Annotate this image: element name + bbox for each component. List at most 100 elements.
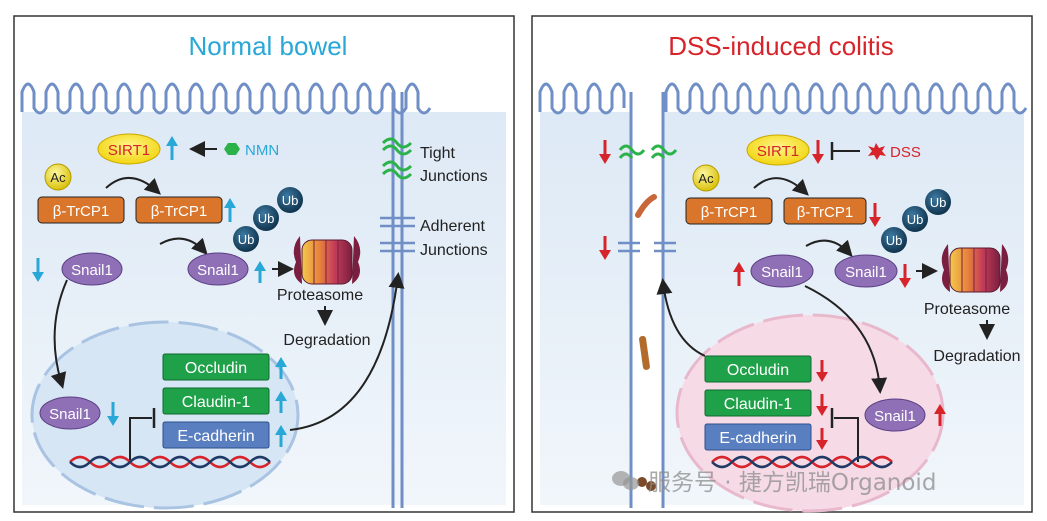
left-ac-circle <box>44 163 72 191</box>
left-occludin-label: Occludin <box>185 360 247 377</box>
tight-junctions-label-1: Tight <box>420 145 456 162</box>
right-ac-circle <box>692 164 720 192</box>
dss-label: DSS <box>890 144 921 161</box>
left-ecadherin-box <box>162 421 270 449</box>
right-proteasome-label: Proteasome <box>924 301 1010 318</box>
left-proteasome-label: Proteasome <box>277 287 363 304</box>
left-snail1-nuclear-import-arrow <box>50 279 68 389</box>
left-claudin-label: Claudin-1 <box>182 394 251 411</box>
left-degradation-label: Degradation <box>283 332 370 349</box>
right-claudin-label: Claudin-1 <box>724 396 793 413</box>
left-snail1-repression <box>129 417 152 460</box>
left-btrcp1-acetylated <box>37 196 125 224</box>
left-tight-junctions <box>381 137 413 180</box>
right-panel-title: DSS-induced colitis <box>668 31 893 61</box>
right-tight-junctions-broken <box>618 144 678 159</box>
left-dna-helix <box>69 455 271 469</box>
right-snail1-nucleus-up-arrowhead <box>934 404 946 414</box>
left-snail1-a-label: Snail1 <box>71 262 113 279</box>
right-btrcp1-b-label: β-TrCP1 <box>797 204 853 221</box>
left-snail1-a <box>61 252 123 286</box>
nmn-icon <box>224 143 240 155</box>
left-snail1-down-arrowhead <box>32 272 44 282</box>
right-snail1-repression <box>834 417 859 462</box>
left-snail1-nucleus-label: Snail1 <box>49 406 91 423</box>
right-microvilli <box>538 82 1028 115</box>
adherent-junctions-label-2: Junctions <box>420 242 488 259</box>
watermark: 服务号 · 捷方凯瑞Organoid <box>612 463 936 497</box>
tight-junctions-label-2: Junctions <box>420 168 488 185</box>
left-btrcp1-up-arrowhead <box>224 198 236 208</box>
left-ub-2-label: Ub <box>258 211 275 226</box>
right-ub-3-label: Ub <box>930 195 947 210</box>
right-ub-1 <box>881 227 907 253</box>
right-snail1-up-arrowhead <box>733 262 745 272</box>
right-dna-helix <box>711 455 893 469</box>
left-adherent-junctions <box>380 216 415 253</box>
right-snail1-b-label: Snail1 <box>845 264 887 281</box>
dss-starburst-icon <box>868 143 886 160</box>
right-gap-debris <box>635 194 657 491</box>
right-panel: DSS-induced colitis SIRT1 DSS Ac β-TrCP1… <box>531 15 1033 513</box>
left-to-junctions-arrow <box>289 272 405 431</box>
right-sirt1 <box>746 134 810 166</box>
left-sirt1 <box>97 133 161 165</box>
left-panel-title: Normal bowel <box>189 31 348 61</box>
right-ecadherin-box <box>704 423 812 451</box>
left-sirt1-label: SIRT1 <box>108 142 150 159</box>
left-ub-3-label: Ub <box>282 193 299 208</box>
left-claudin-box <box>162 387 270 415</box>
left-proteasome-icon <box>293 236 361 285</box>
left-ub-1-label: Ub <box>238 232 255 247</box>
left-sirt1-up-arrowhead <box>166 136 178 146</box>
right-adherent-junctions-broken <box>618 241 676 253</box>
right-ub-2 <box>902 206 928 232</box>
left-panel: Tight Junctions Adherent Junctions Norma… <box>13 15 515 513</box>
right-occludin-label: Occludin <box>727 362 789 379</box>
right-proteasome-icon <box>941 244 1009 293</box>
wechat-icon <box>612 469 642 491</box>
left-gene-up-arrows <box>275 357 287 447</box>
right-claudin-box <box>704 389 812 417</box>
right-sirt1-down-arrowhead <box>812 154 824 164</box>
right-snail1-nuclear-import-arrow <box>804 285 888 394</box>
left-microvilli <box>20 82 432 115</box>
right-ub-2-label: Ub <box>907 212 924 227</box>
right-junction-down-arrows <box>599 140 611 260</box>
left-snail1-b <box>187 252 249 286</box>
right-btrcp1-a-label: β-TrCP1 <box>701 204 757 221</box>
left-deacetylation-arrow <box>105 176 161 195</box>
left-ub-3 <box>277 187 303 213</box>
right-btrcp1-acetylated <box>685 197 773 225</box>
right-sirt1-label: SIRT1 <box>757 143 799 160</box>
right-ub-3 <box>925 189 951 215</box>
left-snail1-nucleus <box>39 396 101 430</box>
right-ub-1-label: Ub <box>886 233 903 248</box>
right-ecadherin-label: E-cadherin <box>719 430 796 447</box>
right-paracellular-gap <box>631 92 663 508</box>
adherent-junctions-label-1: Adherent <box>420 218 485 235</box>
right-btrcp1-down-arrowhead <box>869 217 881 227</box>
left-occludin-box <box>162 353 270 381</box>
right-snail1-nucleus <box>864 398 926 432</box>
left-ecadherin-label: E-cadherin <box>177 428 254 445</box>
right-btrcp1-active <box>783 197 867 225</box>
nmn-label: NMN <box>245 142 279 159</box>
right-occludin-box <box>704 355 812 383</box>
right-gene-down-arrows <box>816 360 828 450</box>
left-ub-1 <box>233 226 259 252</box>
left-btrcp1-b-label: β-TrCP1 <box>151 203 207 220</box>
right-ac-label: Ac <box>698 171 714 186</box>
left-btrcp1-active <box>135 196 223 224</box>
watermark-text: 服务号 · 捷方凯瑞Organoid <box>648 470 937 496</box>
right-snail1b-down-arrowhead <box>899 278 911 288</box>
left-ubiquitination-arrow <box>159 237 208 255</box>
left-snail1-b-label: Snail1 <box>197 262 239 279</box>
right-to-junctions-arrow <box>656 278 706 357</box>
right-degradation-label: Degradation <box>933 348 1020 365</box>
right-snail1-a-label: Snail1 <box>761 264 803 281</box>
right-deacetylation-arrow <box>753 177 809 196</box>
right-snail1-b <box>834 254 898 288</box>
